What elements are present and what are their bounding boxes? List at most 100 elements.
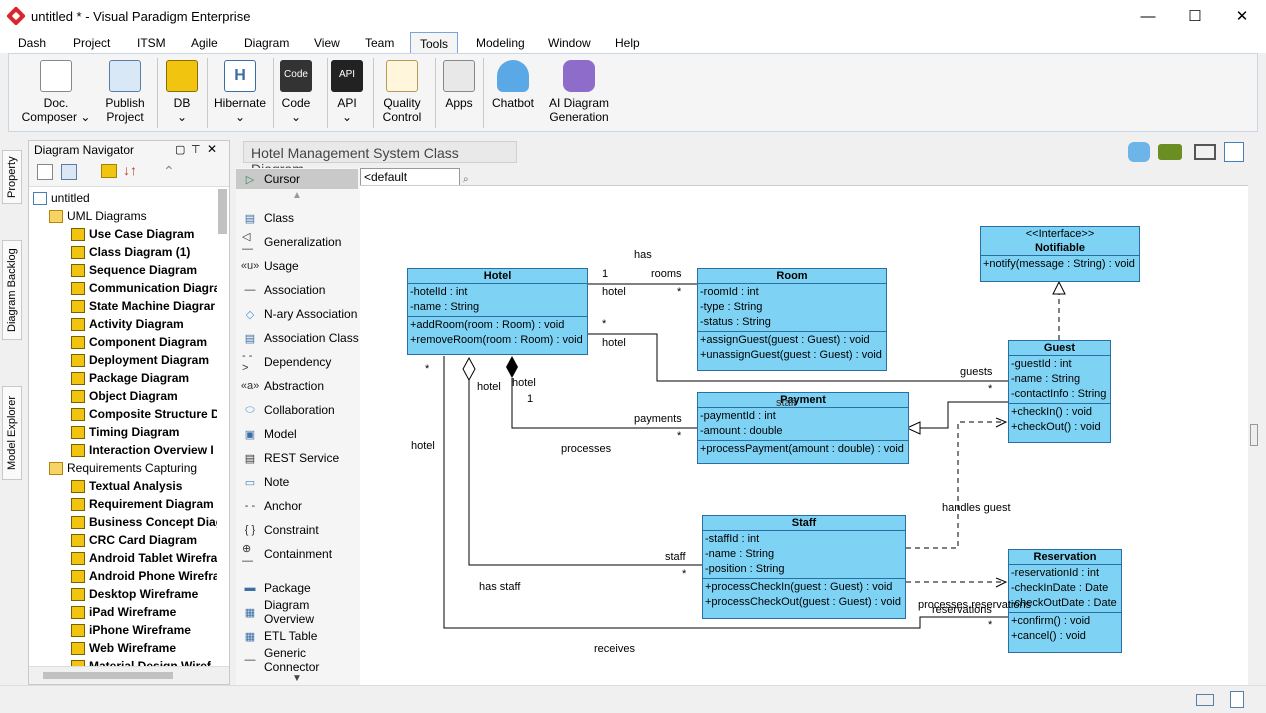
tab-modeling[interactable]: Modeling: [476, 36, 525, 50]
palette-constraint[interactable]: { }Constraint: [242, 520, 319, 540]
class-reservation[interactable]: Reservation -reservationId : int-checkIn…: [1008, 549, 1122, 653]
palette-generic-connector[interactable]: —Generic Connector: [242, 646, 360, 674]
tree-item[interactable]: Object Diagram: [71, 387, 178, 405]
navigator-hscroll[interactable]: [29, 666, 229, 684]
hotel-staff-aggregation[interactable]: [468, 380, 702, 566]
code-button[interactable]: Code Code ⌄: [277, 54, 315, 131]
class-room[interactable]: Room -roomId : int-type : String-status …: [697, 268, 887, 371]
tree-item[interactable]: Business Concept Diag: [71, 513, 217, 531]
ai-diagram-generation-button[interactable]: AI Diagram Generation: [545, 54, 613, 131]
notes-icon[interactable]: [1230, 691, 1244, 708]
mail-icon[interactable]: [1196, 694, 1214, 706]
palette-rest-service[interactable]: ▤REST Service: [242, 448, 339, 468]
tree-item[interactable]: Class Diagram (1): [71, 243, 190, 261]
tab-project[interactable]: Project: [73, 36, 111, 50]
tree-item[interactable]: Timing Diagram: [71, 423, 179, 441]
tree-item[interactable]: Interaction Overview I: [71, 441, 214, 459]
tab-help[interactable]: Help: [615, 36, 640, 50]
megaphone-icon[interactable]: [1158, 144, 1182, 160]
quality-control-button[interactable]: Quality Control: [377, 54, 427, 131]
tab-tools[interactable]: Tools: [410, 32, 459, 54]
tree-item[interactable]: iPad Wireframe: [71, 603, 176, 621]
tree-item[interactable]: Material Design Wiref: [71, 657, 211, 666]
hotel-reservation-association[interactable]: [443, 356, 1008, 629]
chatbot-icon[interactable]: [1128, 142, 1150, 162]
palette-dependency[interactable]: - ->Dependency: [242, 350, 332, 374]
fit-screen-icon[interactable]: [1194, 144, 1216, 160]
tree-item[interactable]: Package Diagram: [71, 369, 189, 387]
tree-item[interactable]: Activity Diagram: [71, 315, 184, 333]
tree-folder[interactable]: UML Diagrams: [49, 207, 147, 225]
close-button[interactable]: ✕: [1235, 8, 1249, 25]
tree-item[interactable]: Textual Analysis: [71, 477, 182, 495]
search-icon[interactable]: ⌕: [463, 174, 469, 185]
open-folder-icon[interactable]: [101, 164, 117, 178]
collapse-icon[interactable]: ⌃: [163, 163, 175, 179]
tree-item[interactable]: Communication Diagra: [71, 279, 217, 297]
doc-composer-button[interactable]: Doc. Composer ⌄: [17, 54, 95, 131]
tree-item[interactable]: Web Wireframe: [71, 639, 176, 657]
palette-usage[interactable]: «u»Usage: [240, 259, 299, 273]
tab-agile[interactable]: Agile: [191, 36, 218, 50]
palette-diagram-overview[interactable]: ▦Diagram Overview: [242, 598, 360, 626]
tree-item[interactable]: Android Phone Wirefra: [71, 567, 217, 585]
tab-dash[interactable]: Dash: [18, 36, 47, 50]
tree-item[interactable]: Component Diagram: [71, 333, 207, 351]
canvas-splitter-handle[interactable]: [1250, 424, 1258, 446]
sort-icon[interactable]: ↓↑: [123, 162, 137, 178]
interface-notifiable[interactable]: <<Interface>> Notifiable +notify(message…: [980, 226, 1140, 282]
palette-scroll-up-icon[interactable]: ▲: [292, 190, 302, 201]
class-payment[interactable]: Payment -paymentId : int-amount : double…: [697, 392, 909, 464]
palette-association[interactable]: —Association: [242, 280, 326, 300]
palette-package[interactable]: ▬Package: [242, 578, 311, 598]
tab-itsm[interactable]: ITSM: [137, 36, 166, 50]
tree-item[interactable]: Use Case Diagram: [71, 225, 194, 243]
palette-model[interactable]: ▣Model: [242, 424, 297, 444]
palette-note[interactable]: ▭Note: [242, 472, 290, 492]
tree-item[interactable]: Sequence Diagram: [71, 261, 197, 279]
class-staff[interactable]: Staff -staffId : int-name : String-posit…: [702, 515, 906, 619]
tree-item[interactable]: Desktop Wireframe: [71, 585, 198, 603]
navigator-close-icon[interactable]: ✕: [207, 142, 218, 156]
tab-team[interactable]: Team: [365, 36, 395, 50]
hotel-guest-association[interactable]: [587, 333, 1008, 382]
api-button[interactable]: API API ⌄: [329, 54, 365, 131]
tab-diagram[interactable]: Diagram: [244, 36, 290, 50]
palette-containment[interactable]: ⊕—Containment: [242, 542, 333, 567]
navigator-menu-icon[interactable]: ▢: [175, 144, 186, 156]
tree-item[interactable]: Requirement Diagram: [71, 495, 214, 513]
tree-view-icon[interactable]: [61, 164, 77, 180]
tree-root[interactable]: untitled: [33, 189, 90, 207]
tree-item[interactable]: Android Tablet Wirefra: [71, 549, 217, 567]
staff-guest-dependency[interactable]: [906, 421, 1006, 549]
palette-generalization[interactable]: ◁—Generalization: [242, 230, 342, 255]
apps-button[interactable]: Apps: [439, 54, 479, 131]
palette-n-ary-association[interactable]: ◇N-ary Association: [242, 304, 358, 324]
minimize-button[interactable]: —: [1140, 7, 1156, 25]
palette-class[interactable]: ▤Class: [242, 208, 294, 228]
hotel-payment-composition[interactable]: [511, 378, 697, 429]
tree-folder[interactable]: Requirements Capturing: [49, 459, 197, 477]
class-hotel[interactable]: Hotel -hotelId : int-name : String +addR…: [407, 268, 588, 355]
new-diagram-icon[interactable]: [37, 164, 53, 180]
palette-collaboration[interactable]: ⬭Collaboration: [242, 400, 334, 420]
navigator-scrollbar[interactable]: [218, 189, 227, 234]
tab-window[interactable]: Window: [548, 36, 591, 50]
hibernate-button[interactable]: H Hibernate ⌄: [211, 54, 269, 131]
db-button[interactable]: DB ⌄: [161, 54, 203, 131]
payment-guest-generalization[interactable]: [920, 401, 1008, 429]
tree-item[interactable]: Deployment Diagram: [71, 351, 209, 369]
palette-etl-table[interactable]: ▦ETL Table: [242, 626, 318, 646]
publish-project-button[interactable]: Publish Project: [99, 54, 151, 131]
pin-icon[interactable]: ⊤: [191, 144, 201, 156]
tree-item[interactable]: CRC Card Diagram: [71, 531, 197, 549]
chatbot-button[interactable]: Chatbot: [487, 54, 539, 131]
class-guest[interactable]: Guest -guestId : int-name : String-conta…: [1008, 340, 1111, 443]
tree-item[interactable]: Composite Structure D: [71, 405, 217, 423]
layout-icon[interactable]: [1224, 142, 1244, 162]
maximize-button[interactable]: ☐: [1188, 8, 1202, 25]
palette-anchor[interactable]: - -Anchor: [242, 496, 302, 516]
palette-cursor[interactable]: ▷Cursor: [236, 169, 358, 189]
palette-abstraction[interactable]: «a»Abstraction: [240, 379, 325, 393]
palette-association-class[interactable]: ▤Association Class: [242, 328, 359, 348]
